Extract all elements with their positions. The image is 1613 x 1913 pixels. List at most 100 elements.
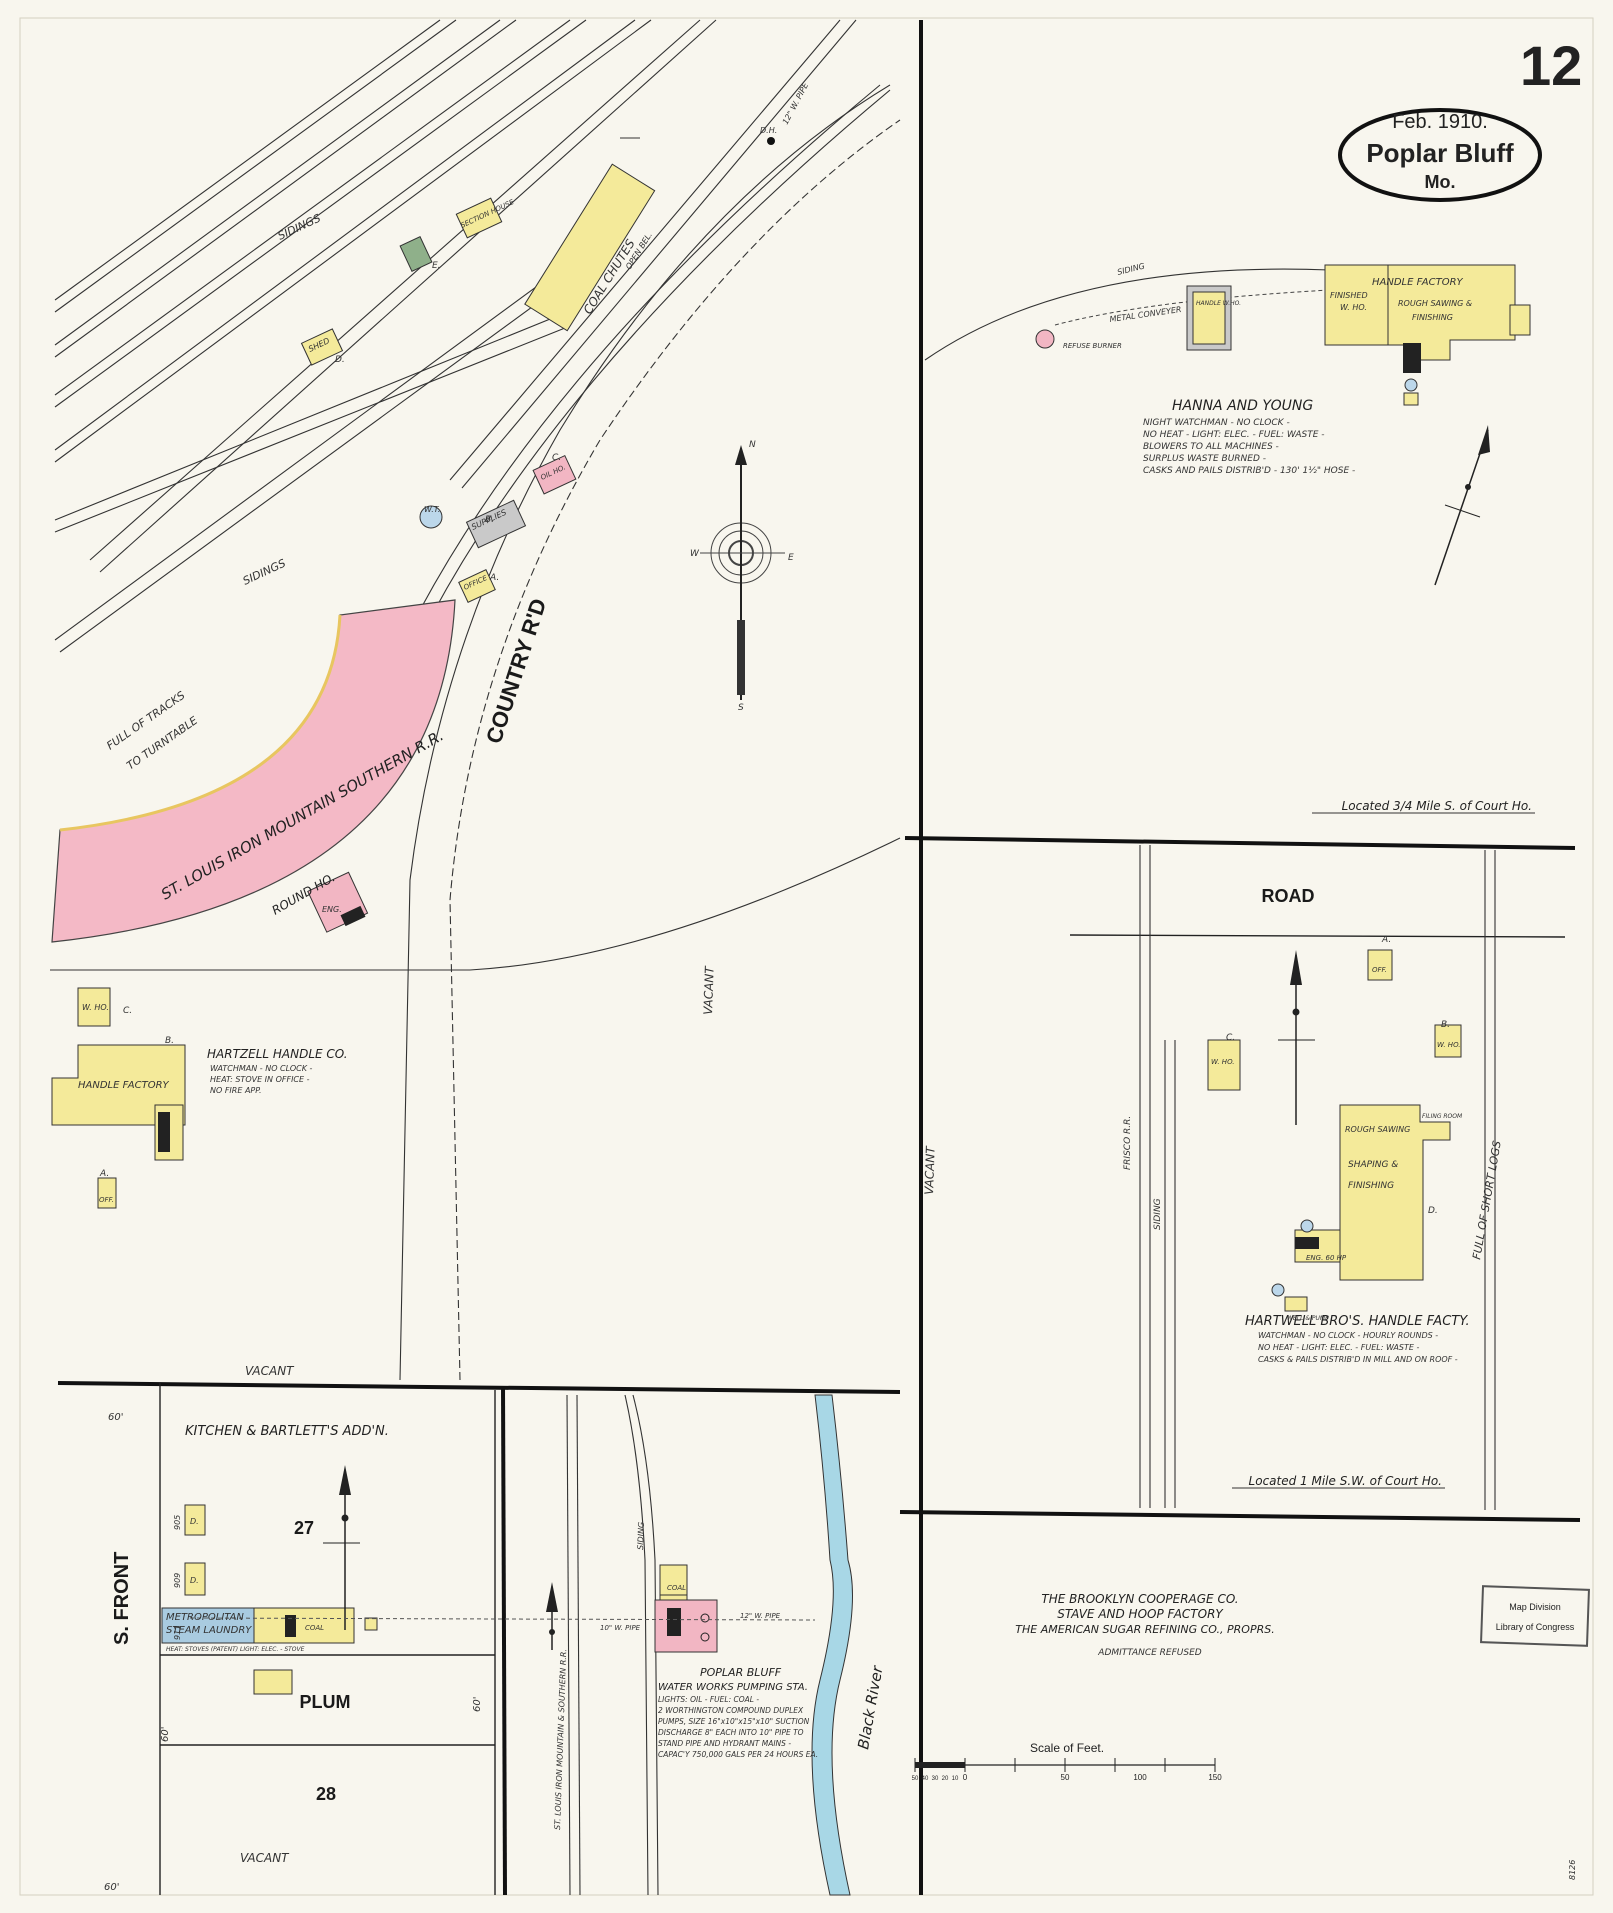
dim-60-a: 60' [108,1412,123,1423]
black-river [811,1394,853,1896]
hartzell-label-c: C. [123,1006,132,1016]
laundry-coal-label: COAL [305,1624,324,1632]
scale-title: Scale of Feet. [1030,1741,1104,1755]
road-line [1069,934,1566,938]
waterworks-title-1: POPLAR BLUFF [700,1666,782,1679]
hartwell-label-b: B. [1441,1020,1450,1030]
scale-tick-20: 20 [942,1776,949,1782]
dim-60-b: 60' [160,1727,171,1742]
vacant-label-3: VACANT [922,1144,938,1195]
hartwell-filing-label: FILING ROOM [1422,1113,1463,1120]
stamp-line-2: Library of Congress [1496,1622,1575,1632]
hanna-note-1: NIGHT WATCHMAN - NO CLOCK - [1143,418,1290,428]
scale-tick-50l: 50 [912,1776,919,1782]
hanna-handle-factory [1324,264,1516,361]
hartzell-label-a: A. [99,1169,109,1179]
section-house [455,197,503,239]
handle-warehouse [1192,291,1226,345]
hartwell-handle-factory [1339,1104,1451,1281]
scale-tick-100: 100 [1133,1773,1147,1782]
corner-mark: 8126 [1568,1860,1577,1880]
laundry-notes: HEAT: STOVES (PATENT) LIGHT: ELEC. - STO… [166,1646,305,1653]
road-label: ROAD [1262,886,1315,906]
waterworks-note-1: LIGHTS: OIL - FUEL: COAL - [658,1695,759,1704]
waterworks-pipe-b: 10" W. PIPE [600,1624,641,1632]
north-arrow-hanna [1434,425,1490,586]
office-building [458,569,496,603]
hanna-finishing-label: FINISHING [1412,313,1453,322]
label-a: A. [489,573,499,583]
oil-house [532,454,577,495]
hartwell-finishing-label: FINISHING [1348,1181,1394,1191]
hanna-siding [924,268,1331,361]
hartwell-warehouse-b [1434,1024,1462,1058]
hartzell-title: HARTZELL HANDLE CO. [207,1047,348,1061]
hanna-note-3: BLOWERS TO ALL MACHINES - [1143,442,1279,452]
kitchen-title: KITCHEN & BARTLETT'S ADD'N. [185,1424,389,1439]
dwelling-905 [184,1504,206,1536]
waterworks-note-3: PUMPS, SIZE 16"x10"x15"x10" SUCTION [658,1717,810,1726]
sheet-state: Mo. [1425,172,1456,192]
vacant-label-2: VACANT [245,1364,295,1378]
rail-tracks [50,19,901,1381]
derrick-icon [767,137,775,145]
metropolitan-steam-laundry [161,1607,255,1644]
boiler-icon [1295,1237,1319,1249]
hanna-factory-label: HANDLE FACTORY [1372,277,1464,288]
hartwell-warehouse-c [1207,1039,1241,1091]
shed-d [300,328,344,366]
scale-bar [914,1758,1216,1772]
handle-wh-label: HANDLE W.HO. [1196,300,1241,307]
laundry-shed [253,1669,293,1695]
vacant-label-4: VACANT [240,1851,290,1865]
hanna-note-2: NO HEAT - LIGHT: ELEC. - FUEL: WASTE - [1143,430,1325,440]
cooperage-line-2: STAVE AND HOOP FACTORY [1057,1607,1224,1621]
hartwell-rough-label: ROUGH SAWING [1345,1125,1410,1134]
dwelling-label-909: D. [190,1576,199,1585]
coal-chutes [524,163,656,332]
hanna-rough-label: ROUGH SAWING & [1398,299,1472,308]
hartzell-note-3: NO FIRE APP. [210,1086,262,1095]
hartwell-office [1367,949,1393,981]
water-tank-icon [1300,1219,1314,1233]
library-stamp [1480,1585,1590,1647]
hartwell-wh-label-b: W. HO. [1437,1041,1461,1049]
hartzell-wh-label: W. HO. [82,1003,109,1012]
hartwell-note-1: WATCHMAN - NO CLOCK - HOURLY ROUNDS - [1258,1331,1438,1340]
boiler-icon [667,1608,681,1636]
waterworks-title-2: WATER WORKS PUMPING STA. [658,1682,808,1693]
hanna-title: HANNA AND YOUNG [1172,398,1313,414]
scale-tick-40: 40 [922,1776,929,1782]
hartwell-title: HARTWELL BRO'S. HANDLE FACTY. [1245,1314,1470,1329]
hartwell-well-label: WELL & PUMP [1287,1315,1329,1322]
hartzell-label-b: B. [165,1036,174,1046]
label-e: E. [432,261,441,271]
hartzell-note-2: HEAT: STOVE IN OFFICE - [210,1075,310,1084]
hartwell-note-2: NO HEAT - LIGHT: ELEC. - FUEL: WASTE - [1258,1343,1419,1352]
hartwell-off-label: OFF. [1372,966,1387,974]
cooperage-line-3: THE AMERICAN SUGAR REFINING CO., PROPRS. [1015,1623,1274,1636]
hanna-note-4: SURPLUS WASTE BURNED - [1143,454,1266,464]
boiler-icon [1403,343,1421,373]
scale-tick-50: 50 [1061,1773,1070,1782]
hartwell-label-a: A. [1381,935,1391,945]
engine-label: ENG. [322,905,342,914]
scale-tick-150: 150 [1208,1773,1222,1782]
hartzell-warehouse [77,987,111,1027]
boiler-icon [285,1615,296,1637]
boiler-icon [340,905,366,927]
block-28-label: 28 [316,1784,336,1804]
north-arrow-waterworks [546,1582,558,1650]
north-arrow-kitchen [323,1465,360,1630]
derrick-label: D.H. [760,126,777,135]
block-27-label: 27 [294,1518,314,1538]
label-b: B. [485,515,494,525]
compass-n: N [749,440,756,450]
hartwell-wh-label-c: W. HO. [1211,1058,1235,1066]
compass-rose [700,445,785,700]
hartwell-note-3: CASKS & PAILS DISTRIB'D IN MILL AND ON R… [1258,1355,1458,1364]
title-cartouche [1338,108,1542,202]
page-number: 12 [1520,34,1582,97]
boiler-icon [158,1112,170,1152]
